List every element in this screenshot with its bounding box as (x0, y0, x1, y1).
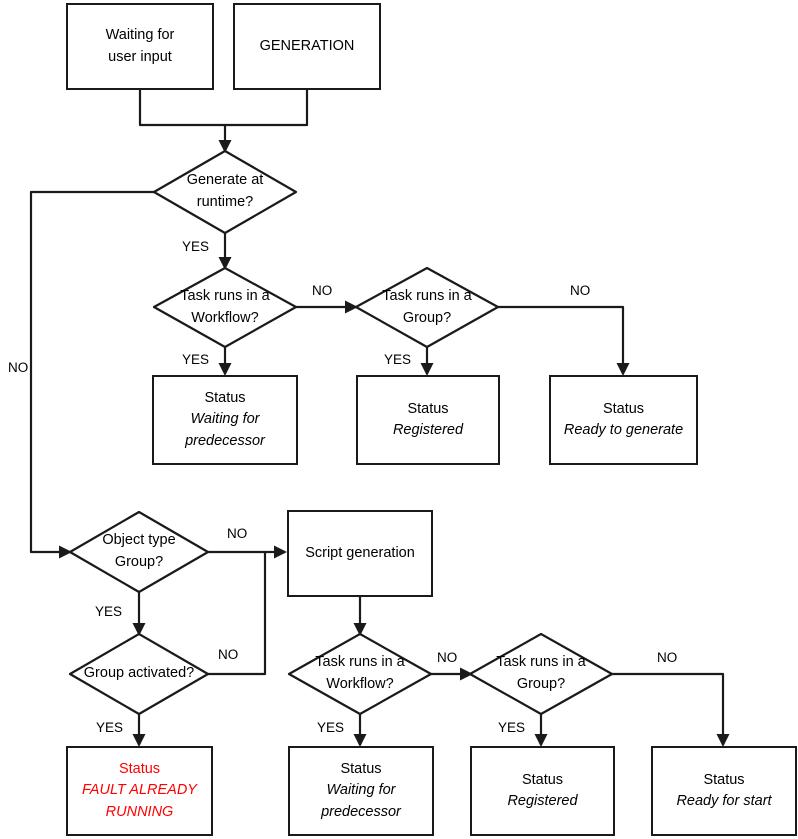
node-task-runs-in-group-top[interactable]: Task runs in a Group? (356, 268, 498, 347)
node-status-registered-top[interactable]: Status Registered (356, 375, 500, 465)
node-label-line2: Workflow? (191, 309, 259, 326)
edge-label-group-activated-yes: YES (96, 720, 124, 735)
status-value-line1: Registered (507, 793, 578, 809)
node-label-line2: Group? (516, 676, 566, 692)
edge-label-workflow-bottom-no: NO (437, 650, 458, 665)
node-status-ready-to-generate[interactable]: Status Ready to generate (549, 375, 698, 465)
status-caption: Status (521, 771, 564, 788)
node-script-generation[interactable]: Script generation (287, 510, 433, 597)
status-caption: Status (118, 761, 161, 778)
diamond-label: Generate at runtime? (187, 170, 264, 214)
edge-label-workflow-top-no: NO (312, 283, 333, 298)
node-status-registered-bottom[interactable]: Status Registered (470, 746, 615, 836)
node-label-line1: Generate at (186, 172, 264, 189)
diamond-generate-runtime (152, 149, 298, 235)
status-value-line1: Waiting for (190, 411, 260, 428)
edge-label-group-bottom-no: NO (657, 650, 678, 665)
status-value-line1: Registered (392, 422, 464, 438)
diamond-group-top (354, 266, 500, 349)
diamond-group-bottom (468, 632, 614, 716)
node-object-type-group[interactable]: Object type Group? (70, 512, 208, 592)
edge-waiting-to-merge (138, 90, 225, 127)
node-label-line2: runtime? (196, 194, 254, 210)
edge-label-generate-runtime-yes: YES (182, 239, 210, 254)
diamond-label: Task runs in a Workflow? (315, 652, 404, 696)
status-caption: Status (602, 400, 645, 417)
diamond-workflow-bottom (287, 632, 433, 716)
edge-label-generate-runtime-no: NO (8, 360, 29, 375)
node-waiting-for-user-input[interactable]: Waiting for user input (66, 3, 214, 90)
node-status-fault-already-running[interactable]: Status FAULT ALREADY RUNNING (66, 746, 213, 836)
node-task-runs-in-group-bottom[interactable]: Task runs in a Group? (470, 634, 612, 714)
node-group-activated[interactable]: Group activated? (70, 634, 208, 714)
status-value-line1: Ready to generate (563, 422, 684, 438)
status-caption: Status (204, 390, 246, 407)
edge-label-workflow-bottom-yes: YES (317, 720, 345, 735)
edge-group-bottom-no (612, 672, 730, 747)
edge-generation-to-merge (225, 90, 309, 127)
status-value-line2: predecessor (185, 432, 265, 449)
edge-label-workflow-top-yes: YES (182, 352, 210, 367)
status-caption: Status (340, 761, 382, 778)
diamond-label: Task runs in a Workflow? (180, 286, 269, 330)
node-label-line1: Task runs in a (382, 287, 472, 304)
node-label-line2: user input (108, 48, 172, 65)
edge-label-object-type-group-yes: YES (95, 604, 123, 619)
diamond-label: Object type Group? (102, 530, 175, 574)
edge-group-activated-no (208, 552, 267, 676)
edge-label-group-bottom-yes: YES (498, 720, 526, 735)
node-status-waiting-for-predecessor-bottom[interactable]: Status Waiting for predecessor (288, 746, 434, 836)
node-status-waiting-for-predecessor-top[interactable]: Status Waiting for predecessor (152, 375, 298, 465)
status-caption: Status (703, 771, 745, 788)
diamond-object-type-group (68, 510, 210, 594)
node-label-line1: Group activated? (83, 665, 195, 682)
node-label-line2: Group? (114, 554, 164, 570)
node-label-line1: Task runs in a (315, 654, 405, 671)
node-label-line2: Group? (402, 309, 452, 326)
node-label-line1: Task runs in a (180, 287, 270, 304)
node-generate-at-runtime[interactable]: Generate at runtime? (154, 151, 296, 233)
node-label-line1: Waiting for (105, 27, 175, 44)
diamond-group-activated (68, 632, 210, 716)
edge-group-top-no (498, 305, 630, 376)
diamond-label: Task runs in a Group? (496, 652, 585, 696)
edge-label-group-top-no: NO (570, 283, 591, 298)
status-value-line1: FAULT ALREADY (82, 782, 197, 799)
status-value-line1: Ready for start (676, 793, 772, 809)
node-generation[interactable]: GENERATION (233, 3, 381, 90)
edge-label-object-type-group-no: NO (227, 526, 248, 541)
edge-generate-runtime-no (29, 190, 156, 559)
node-label-line1: Object type (102, 532, 176, 549)
status-value-line2: RUNNING (105, 803, 174, 820)
status-value-line1: Waiting for (326, 782, 396, 799)
node-label-line1: GENERATION (259, 37, 355, 54)
diamond-label: Group activated? (84, 663, 194, 685)
diamond-workflow-top (152, 266, 298, 349)
node-label-line1: Script generation (305, 544, 415, 561)
node-label-line2: Workflow? (326, 676, 394, 692)
edge-label-group-top-yes: YES (384, 352, 412, 367)
edge-label-group-activated-no: NO (218, 647, 239, 662)
status-value-line2: predecessor (321, 803, 401, 820)
node-status-ready-for-start[interactable]: Status Ready for start (651, 746, 797, 836)
node-task-runs-in-workflow-bottom[interactable]: Task runs in a Workflow? (289, 634, 431, 714)
diamond-label: Task runs in a Group? (382, 286, 471, 330)
node-label-line1: Task runs in a (496, 654, 586, 671)
status-caption: Status (407, 400, 449, 417)
node-task-runs-in-workflow-top[interactable]: Task runs in a Workflow? (154, 268, 296, 347)
